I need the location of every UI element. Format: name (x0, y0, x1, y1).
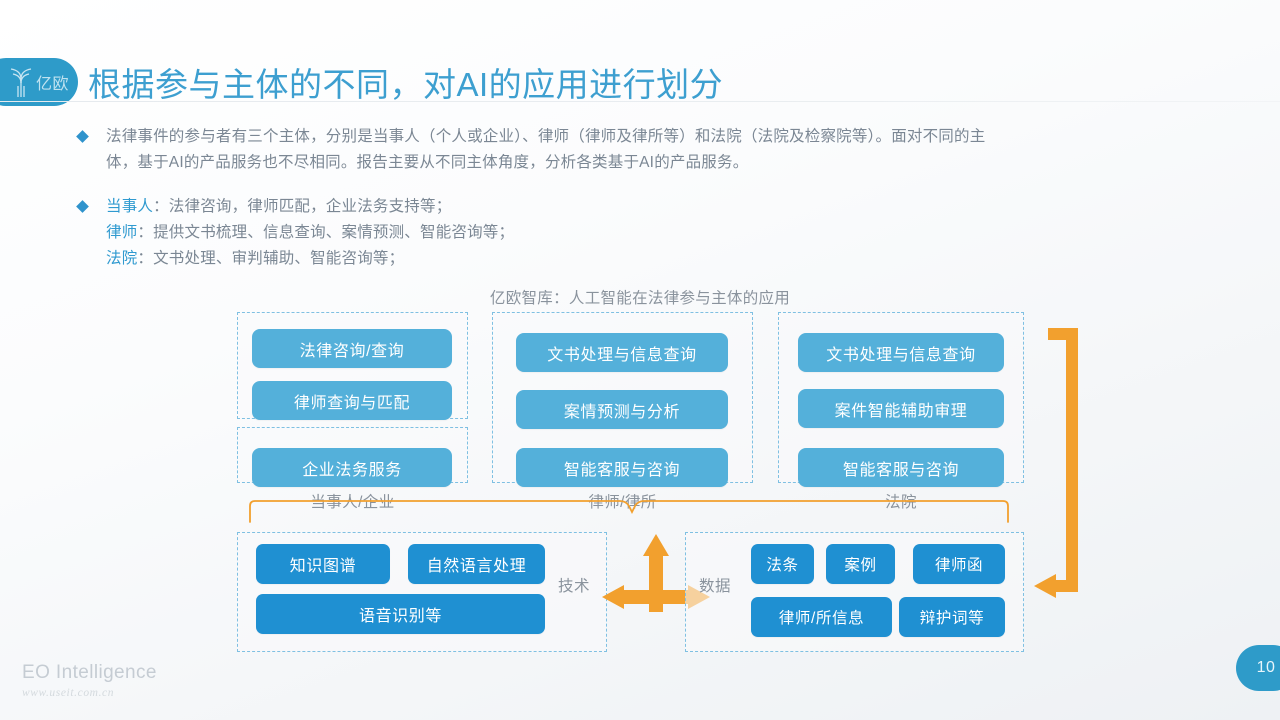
foundation-tech-label: 技术 (558, 578, 591, 595)
foundation-data-label: 数据 (699, 578, 732, 595)
pill-data-defense-statement[interactable]: 辩护词等 (899, 597, 1005, 637)
pill-lawyer-doc-info[interactable]: 文书处理与信息查询 (516, 333, 728, 372)
pill-tech-speech-recognition[interactable]: 语音识别等 (256, 594, 545, 634)
footer-brand: EO Intelligence www.useit.com.cn (22, 662, 157, 699)
footer-brand-title: EO Intelligence (22, 662, 157, 683)
pill-court-doc-info[interactable]: 文书处理与信息查询 (798, 333, 1004, 372)
bullet-item-overview: 法律事件的参与者有三个主体，分别是当事人（个人或企业）、律师（律师及律所等）和法… (74, 124, 1204, 176)
role-text-party: ：法律咨询，律师匹配，企业法务支持等； (153, 198, 452, 215)
bullet-item-roles: 当事人：法律咨询，律师匹配，企业法务支持等； 律师：提供文书梳理、信息查询、案情… (74, 194, 1204, 272)
pill-lawyer-smart-service[interactable]: 智能客服与咨询 (516, 448, 728, 487)
footer-brand-url: www.useit.com.cn (22, 687, 115, 699)
bullet-role-party: 当事人：法律咨询，律师匹配，企业法务支持等； (106, 194, 1204, 220)
bullet-overview-line1: 法律事件的参与者有三个主体，分别是当事人（个人或企业）、律师（律师及律所等）和法… (106, 128, 986, 145)
pill-party-lawyer-match[interactable]: 律师查询与匹配 (252, 381, 452, 420)
diagram-container: 亿欧智库：人工智能在法律参与主体的应用 法律咨询/查询 律师查询与匹配 企业法务… (0, 286, 1280, 676)
bullet-list: 法律事件的参与者有三个主体，分别是当事人（个人或企业）、律师（律师及律所等）和法… (74, 124, 1204, 284)
role-label-court: 法院 (106, 250, 138, 267)
slide-header: 亿欧 根据参与主体的不同，对AI的应用进行划分 (0, 28, 1280, 106)
pill-data-lawyer-letter[interactable]: 律师函 (913, 544, 1005, 584)
bullet-role-court: 法院：文书处理、审判辅助、智能咨询等； (106, 246, 1204, 272)
role-label-party: 当事人 (106, 198, 154, 215)
column-label-lawyer: 律师/律所 (588, 494, 657, 511)
pill-lawyer-case-predict[interactable]: 案情预测与分析 (516, 390, 728, 429)
brand-logo-word: 亿欧 (35, 74, 69, 93)
pill-data-case[interactable]: 案例 (826, 544, 895, 584)
diagram-title: 亿欧智库：人工智能在法律参与主体的应用 (489, 290, 791, 307)
pill-data-lawyer-firm-info[interactable]: 律师/所信息 (751, 597, 892, 637)
bullet-overview-line2: 体，基于AI的产品服务也不尽相同。报告主要从不同主体角度，分析各类基于AI的产品… (106, 154, 749, 171)
pill-data-statute[interactable]: 法条 (751, 544, 814, 584)
pill-tech-knowledge-graph[interactable]: 知识图谱 (256, 544, 390, 584)
pill-court-ai-trial-assist[interactable]: 案件智能辅助审理 (798, 389, 1004, 428)
right-feedback-bracket-arrow-icon (1034, 328, 1078, 598)
column-label-court: 法院 (885, 494, 917, 511)
page-number-badge: 10 (1236, 645, 1280, 691)
pill-party-legal-consult[interactable]: 法律咨询/查询 (252, 329, 452, 368)
role-label-lawyer: 律师 (106, 224, 138, 241)
column-label-party: 当事人/企业 (310, 494, 395, 511)
group-bracket-icon (249, 500, 1009, 523)
role-text-lawyer: ：提供文书梳理、信息查询、案情预测、智能咨询等； (137, 224, 515, 241)
brand-logo-badge: 亿欧 (0, 58, 78, 106)
pill-party-corp-legal-service[interactable]: 企业法务服务 (252, 448, 452, 487)
pill-court-smart-service[interactable]: 智能客服与咨询 (798, 448, 1004, 487)
bullet-role-lawyer: 律师：提供文书梳理、信息查询、案情预测、智能咨询等； (106, 220, 1204, 246)
header-divider (0, 101, 1280, 102)
page-title: 根据参与主体的不同，对AI的应用进行划分 (88, 66, 724, 103)
diamond-bullet-icon (76, 200, 89, 213)
pill-tech-nlp[interactable]: 自然语言处理 (408, 544, 545, 584)
role-text-court: ：文书处理、审判辅助、智能咨询等； (137, 250, 405, 267)
diamond-bullet-icon (76, 130, 89, 143)
yiou-tree-logo-icon (10, 68, 32, 97)
